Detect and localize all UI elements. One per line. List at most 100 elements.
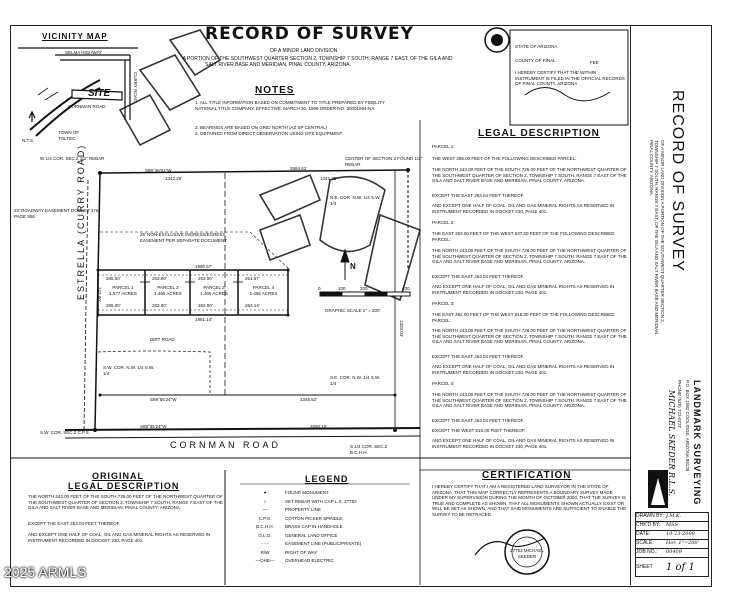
notes-item-2: 2. BEARINGS ARE BASED ON GRID NORTH (AZ … xyxy=(195,125,328,130)
legend-symbol: —OHE— xyxy=(255,558,275,563)
tb-row-value: J.M.K. xyxy=(666,513,682,519)
parcel-1: PARCEL 1 1.577 ACRES xyxy=(104,285,142,296)
parcel-3: PARCEL 3 1.466 ACRES xyxy=(193,285,235,296)
tb-vertical-title: RECORD OF SURVEY xyxy=(669,90,686,272)
graphic-scale xyxy=(319,291,411,297)
tb-sheet-row: SHEET 1 of 1 xyxy=(636,558,708,576)
recorder-fee: FEE xyxy=(590,60,599,65)
county-stamp xyxy=(484,27,510,53)
tb-phone: PHONE (520) 723-0727 xyxy=(677,380,682,429)
corner-sw: S.W. COR. SEC.2 C.P.S. xyxy=(40,430,90,435)
scale-tick-1: 100 xyxy=(338,286,346,291)
north-label: N xyxy=(350,262,356,271)
parcel-4-bottom: 262.14' xyxy=(245,303,260,308)
tb-sheet-value: 1 of 1 xyxy=(666,561,695,573)
page-title: RECORD OF SURVEY xyxy=(205,24,414,44)
original-p1: EXCEPT THE EAST 263.04 FEET THEREOF. xyxy=(28,521,121,526)
legal-p17: EXCEPT THE EAST 263.04 FEET THEREOF. xyxy=(432,418,525,423)
legend-item: G.L.O. GENERAL LAND OFFICE xyxy=(245,533,420,542)
north-arrow xyxy=(340,248,350,280)
road-bottom-label: CORNMAN ROAD xyxy=(170,440,282,450)
corner-se-label: S.E. COR. N.W. 1/4 S.W. 1/4 xyxy=(330,375,381,386)
legend-symbol: R/W xyxy=(260,549,270,555)
parcel-area: 1.466 ACRES xyxy=(200,290,228,296)
recorder-signature xyxy=(524,87,611,102)
parcel-area: 1.466 ACRES xyxy=(154,290,182,296)
tb-row: CHK'D BY:MSS xyxy=(636,522,708,531)
legend-text: FOUND MONUMENT xyxy=(285,490,329,495)
bottom-dist: 1345.52' xyxy=(300,397,318,402)
legend-text: COTTON PICKER SPINDLE xyxy=(285,515,343,521)
legend-text: PROPERTY LINE xyxy=(285,507,321,512)
corner-ne-label: N.E. COR. N.W. 1/4 S.W. 1/4 xyxy=(330,195,381,206)
tb-row-label: DATE: xyxy=(636,531,651,537)
right-dist: 1320.04' xyxy=(399,320,404,338)
parcel-3-top: 262.00' xyxy=(198,276,213,281)
scale-tick-3: 400 xyxy=(402,286,410,291)
legal-p16: THE NORTH 243.00 FEET OF THE SOUTH 726.0… xyxy=(432,392,627,408)
legal-p5: PARCEL 2: xyxy=(432,220,455,225)
parcel-1-top: 285.00' xyxy=(106,276,121,281)
seal-text: 27753 MICHAEL SKEDER xyxy=(510,548,544,559)
legal-p3: EXCEPT THE EAST 263.04 FEET THEREOF. xyxy=(432,193,525,198)
corner-nw: W 1/4 COR. SEC.2 1/2" REBAR xyxy=(40,156,105,161)
recorder-county: COUNTY OF PINAL xyxy=(515,58,556,63)
scale-tick-2: 200 xyxy=(360,286,368,291)
dirt-road-label: DIRT ROAD xyxy=(150,337,175,342)
legal-p15: PARCEL 4: xyxy=(432,381,455,386)
tb-row: DRAWN BY:J.M.K. xyxy=(636,513,708,522)
vicinity-map xyxy=(18,47,138,137)
section-outline xyxy=(64,169,421,439)
easement-1: 33' ROADWAY EASEMENT DOCKET 375, PAGE 85… xyxy=(14,208,100,219)
legend-text: OVERHEAD ELECTRIC xyxy=(285,558,334,563)
recorder-state: STATE OF ARIZONA xyxy=(515,44,558,49)
legend-symbol: B.C.H.H. xyxy=(256,524,274,529)
tb-sheet-label: SHEET xyxy=(636,564,653,570)
legend-text: SET REBAR WITH CAP L.S. 27753 xyxy=(285,498,357,504)
tb-row-value: 10-23-2000 xyxy=(666,531,695,537)
legal-p9: AND EXCEPT ONE HALF OF COAL, OIL AND GAS… xyxy=(432,284,615,295)
legend-list: ●FOUND MONUMENT ○SET REBAR WITH CAP L.S.… xyxy=(245,490,420,567)
tb-row-value: Hor. 1"=200' xyxy=(666,540,699,546)
original-heading-2: LEGAL DESCRIPTION xyxy=(68,481,180,491)
tb-row: SCALE:Hor. 1"=200' xyxy=(636,540,708,549)
monuments xyxy=(93,168,410,432)
faint-stamp xyxy=(118,29,421,302)
notes-item-3: 3. OBTAINED FROM DIRECT OBSERVATION USIN… xyxy=(195,131,343,136)
title-sub2: A PORTION OF THE SOUTHWEST QUARTER SECTI… xyxy=(182,56,453,62)
legend-text: GENERAL LAND OFFICE xyxy=(285,532,338,538)
legal-p6: THE EAST 263.00 FEET OF THE WEST 537.00 … xyxy=(432,231,615,242)
road-dist: 2690.10' xyxy=(310,424,328,429)
vicinity-road-curry: CURRY ROAD xyxy=(133,72,138,103)
legal-p13: EXCEPT THE EAST 263.04 FEET THEREOF. xyxy=(432,354,525,359)
original-p2: AND EXCEPT ONE HALF OF COAL, OIL AND GAS… xyxy=(28,532,211,543)
legend-symbol: - - - xyxy=(261,541,269,546)
vicinity-town: TOWN OF TOLTEC xyxy=(58,130,80,141)
tb-company: LANDMARK SURVEYING xyxy=(692,380,702,506)
original-p0: THE NORTH 243.00 FEET OF THE SOUTH 726.0… xyxy=(28,494,223,510)
parcel-2: PARCEL 2 1.466 ACRES xyxy=(148,285,188,296)
tb-row: JOB NO.:00409 xyxy=(636,549,708,558)
tb-surveyor: MICHAEL SKEDER R.L.S. xyxy=(667,390,676,497)
legend-item: B.C.H.H.BRASS CAP IN HANDHOLE xyxy=(245,524,420,533)
legend-symbol: — xyxy=(262,507,268,512)
legal-p12: THE NORTH 243.00 FEET OF THE SOUTH 726.0… xyxy=(432,328,627,344)
legend-symbol: ○ xyxy=(263,498,267,504)
title-block xyxy=(630,25,711,585)
parcel-name: PARCEL 4 xyxy=(252,285,275,290)
legal-heading: LEGAL DESCRIPTION xyxy=(478,128,600,139)
recorder-box xyxy=(509,29,629,126)
top-dist-3: 1342.25' xyxy=(320,176,338,181)
legend-item: —OHE— OVERHEAD ELECTRIC xyxy=(245,558,420,567)
vicinity-heading: VICINITY MAP xyxy=(42,32,108,41)
signature-stroke xyxy=(474,537,546,556)
parcel-1-bottom: 285.00' xyxy=(106,303,121,308)
original-heading-1: ORIGINAL xyxy=(92,471,144,481)
legend-symbol: G.L.O. xyxy=(258,532,272,538)
road-left-label: ESTRELLA (CURRY ROAD) xyxy=(76,143,86,300)
tb-vertical-sub: OF A MINOR LAND DIVISION A PORTION OF TH… xyxy=(649,140,665,336)
title-sub1: OF A MINOR LAND DIVISION xyxy=(270,48,338,54)
bottom-bearing: S89°55'24"W xyxy=(150,397,177,402)
vicinity-nts: N.T.S. xyxy=(22,138,35,143)
